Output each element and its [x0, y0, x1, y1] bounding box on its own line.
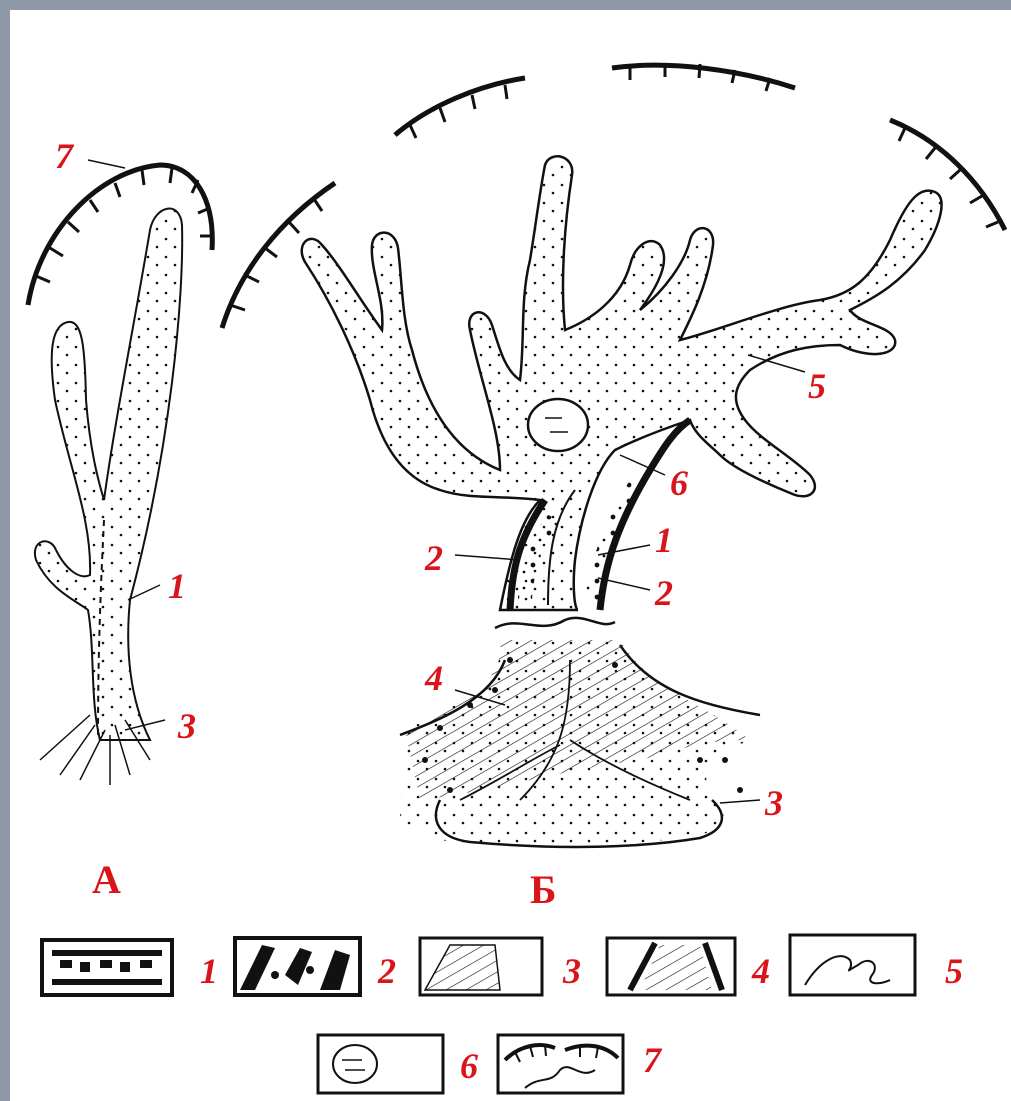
channel-a: [35, 209, 182, 740]
label-1-b: 1: [655, 520, 673, 560]
legend-number-3: 3: [562, 951, 581, 991]
legend-number-1: 1: [200, 951, 218, 991]
legend-item-2: 2: [235, 938, 396, 995]
legend-item-4: 4: [607, 938, 770, 995]
legend-item-3: 3: [420, 938, 581, 995]
label-3-b: 3: [764, 783, 783, 823]
label-5-b: 5: [808, 366, 826, 406]
legend-number-6: 6: [460, 1046, 478, 1086]
legend: 1 2 3 4: [42, 935, 963, 1093]
label-2-b-left: 2: [424, 538, 443, 578]
legend-number-4: 4: [751, 951, 770, 991]
slump-block-b: [528, 399, 588, 451]
legend-number-7: 7: [643, 1040, 663, 1080]
label-7-a: 7: [55, 136, 75, 176]
legend-item-1: 1: [42, 940, 218, 995]
label-4-b: 4: [424, 658, 443, 698]
scarp-arc-a: [28, 165, 212, 305]
legend-item-7: 7: [498, 1035, 663, 1093]
legend-number-5: 5: [945, 951, 963, 991]
figure-a: 7 1 3 А: [28, 136, 212, 902]
caption-b: Б: [530, 867, 556, 912]
channel-system-b: [302, 156, 942, 610]
break-line-b: [495, 618, 615, 628]
label-1-a: 1: [168, 566, 186, 606]
label-3-a: 3: [177, 706, 196, 746]
figure-b: 5 6 1 2 2 4 3 Б: [222, 63, 1005, 912]
legend-item-5: 5: [790, 935, 963, 995]
legend-item-6: 6: [318, 1035, 478, 1093]
hatched-channel-fill-icon: [52, 950, 162, 985]
legend-number-2: 2: [377, 951, 396, 991]
label-6-b: 6: [670, 463, 688, 503]
slump-block-icon: [333, 1045, 377, 1083]
label-2-b-right: 2: [654, 573, 673, 613]
caption-a: А: [92, 857, 121, 902]
leader-7: [88, 160, 125, 168]
